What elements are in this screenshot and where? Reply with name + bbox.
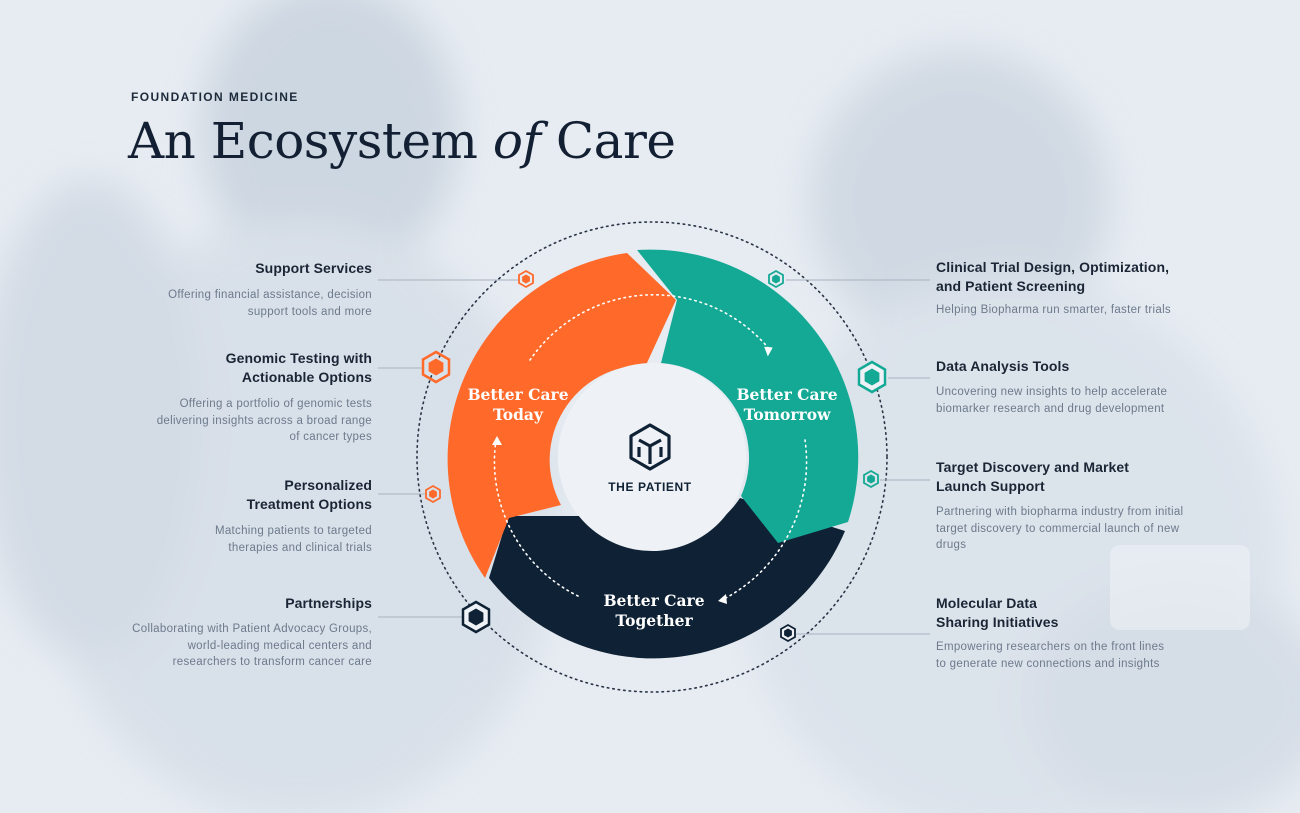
item-title: Genomic Testing with Actionable Options xyxy=(225,350,372,385)
item-description: Empowering researchers on the front line… xyxy=(936,641,1165,670)
right-item-molecular-data: Molecular Data Sharing Initiatives Empow… xyxy=(936,594,1164,672)
arrow-path-tomorrow-to-together xyxy=(721,439,808,601)
left-item-personalized-treatment: Personalized Treatment Options Matching … xyxy=(215,476,372,556)
page-title: An Ecosystem of Care xyxy=(128,112,676,170)
segment-tomorrow-label-line2: Tomorrow xyxy=(744,405,832,424)
item-description: Collaborating with Patient Advocacy Grou… xyxy=(132,623,372,668)
eyebrow-label: FOUNDATION MEDICINE xyxy=(131,90,299,104)
left-item-genomic-testing: Genomic Testing with Actionable Options … xyxy=(157,349,372,446)
item-title: Data Analysis Tools xyxy=(936,358,1070,374)
segment-today-label-line1: Better Care xyxy=(467,385,568,404)
right-item-clinical-trial: Clinical Trial Design, Optimization, and… xyxy=(936,258,1186,319)
right-item-data-analysis: Data Analysis Tools Uncovering new insig… xyxy=(936,357,1196,417)
left-item-partnerships: Partnerships Collaborating with Patient … xyxy=(132,594,372,671)
hexagon-node-icon xyxy=(768,269,784,289)
hexagon-node-icon xyxy=(425,484,441,504)
arrow-head-icon xyxy=(718,594,727,604)
left-item-support-services: Support Services Offering financial assi… xyxy=(132,259,372,320)
item-title: Personalized Treatment Options xyxy=(246,477,372,512)
segment-together-label-line1: Better Care xyxy=(603,591,704,610)
item-description: Matching patients to targeted therapies … xyxy=(214,525,372,554)
segment-together-label-line2: Together xyxy=(615,611,693,630)
hexagon-node-icon xyxy=(421,350,451,384)
item-title: Partnerships xyxy=(285,595,372,611)
center-circle xyxy=(558,363,746,551)
arrow-head-icon xyxy=(764,346,773,357)
segment-tomorrow-label-line1: Better Care xyxy=(736,385,837,404)
hexagon-logo-icon xyxy=(629,423,671,471)
segment-today-label-line2: Today xyxy=(493,405,544,424)
arrow-head-icon xyxy=(492,436,502,445)
arrow-path-today-to-tomorrow xyxy=(529,294,771,361)
segment-today xyxy=(447,253,676,578)
item-title: Target Discovery and Market Launch Suppo… xyxy=(936,459,1130,494)
hexagon-node-icon xyxy=(780,623,796,643)
segment-together xyxy=(489,498,845,659)
arrow-path-together-to-today xyxy=(493,439,579,597)
item-description: Helping Biopharma run smarter, faster tr… xyxy=(936,304,1171,316)
item-description: Offering a portfolio of genomic tests de… xyxy=(156,398,372,443)
center-label: THE PATIENT xyxy=(608,480,692,494)
hexagon-node-icon xyxy=(863,469,879,489)
item-title: Clinical Trial Design, Optimization, and… xyxy=(936,259,1170,294)
item-title: Support Services xyxy=(255,260,372,276)
segment-tomorrow xyxy=(637,249,859,543)
item-description: Partnering with biopharma industry from … xyxy=(936,506,1184,551)
item-description: Uncovering new insights to help accelera… xyxy=(936,386,1168,415)
outer-dotted-ring xyxy=(416,221,888,693)
hexagon-node-icon xyxy=(461,600,491,634)
hexagon-node-icon xyxy=(857,360,887,394)
hexagon-node-icon xyxy=(518,269,534,289)
item-title: Molecular Data Sharing Initiatives xyxy=(936,595,1059,630)
connector-lines xyxy=(378,279,930,635)
right-item-target-discovery: Target Discovery and Market Launch Suppo… xyxy=(936,458,1183,554)
item-description: Offering financial assistance, decision … xyxy=(168,289,372,318)
